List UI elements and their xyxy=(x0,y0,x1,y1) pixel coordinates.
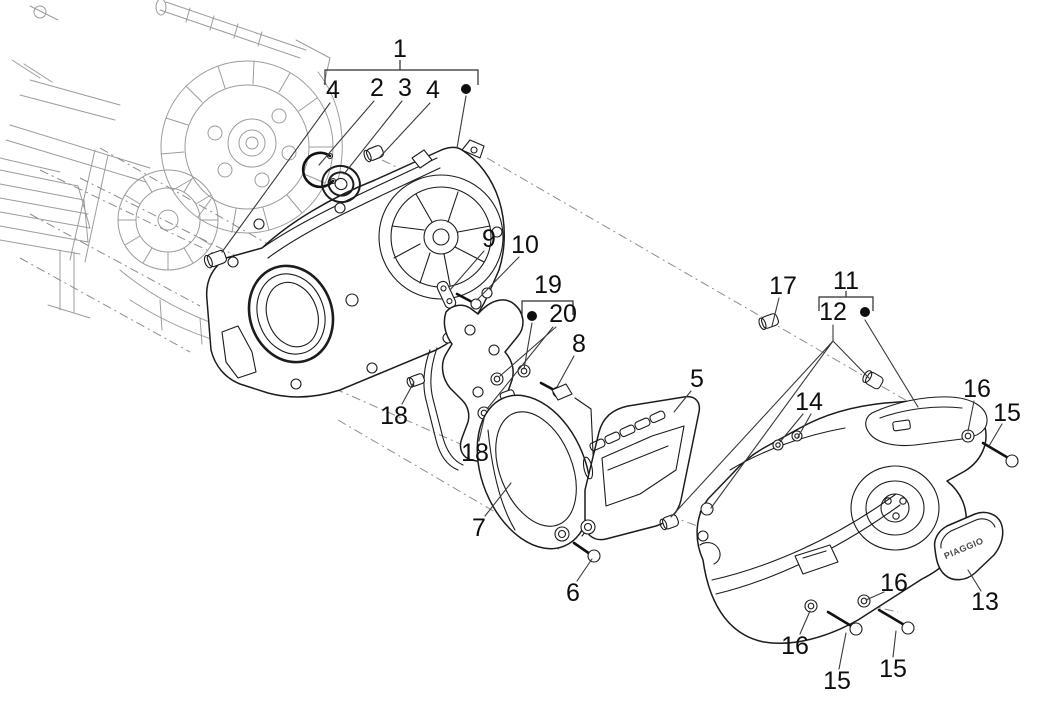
callout-label-15-20: 15 xyxy=(993,399,1021,427)
plug-17 xyxy=(758,313,779,331)
right-transmission-cover xyxy=(696,396,988,645)
assembly-bullet-marker-2 xyxy=(860,307,870,317)
callout-label-10-6: 10 xyxy=(511,231,539,259)
grille-cover xyxy=(572,395,701,563)
callout-label-4-1: 4 xyxy=(326,76,340,104)
callout-label-4-4: 4 xyxy=(426,76,440,104)
leader-lines xyxy=(221,95,1003,670)
vent-slots xyxy=(582,410,666,480)
callout-label-16-22: 16 xyxy=(880,569,908,597)
callout-label-18-11: 18 xyxy=(461,439,489,467)
callout-label-12-17: 12 xyxy=(819,298,847,326)
callout-brackets xyxy=(324,60,874,315)
callout-label-8-9: 8 xyxy=(572,330,586,358)
cover-spoiler xyxy=(865,396,988,447)
callout-label-2-2: 2 xyxy=(370,74,384,102)
fasteners-right xyxy=(804,429,1019,636)
callout-label-13-21: 13 xyxy=(971,588,999,616)
bolt-6 xyxy=(572,541,592,556)
screw-12 xyxy=(862,370,884,390)
retainer-plate xyxy=(436,280,457,309)
callout-label-20-8: 20 xyxy=(549,300,577,328)
callout-label-3-3: 3 xyxy=(398,74,412,102)
callout-label-16-23: 16 xyxy=(781,632,809,660)
bolt-15-bottom-right xyxy=(877,608,908,628)
callout-label-17-15: 17 xyxy=(769,272,797,300)
assembly-bullet-marker-0 xyxy=(461,84,471,94)
callout-label-18-10: 18 xyxy=(380,402,408,430)
small-parts-left xyxy=(203,145,564,471)
circlip xyxy=(301,151,335,189)
callout-label-9-5: 9 xyxy=(482,225,496,253)
callout-label-5-13: 5 xyxy=(690,365,704,393)
callout-label-19-7: 19 xyxy=(534,271,562,299)
callout-label-1-0: 1 xyxy=(393,35,407,63)
bolt-15-bottom-left xyxy=(826,610,855,629)
air-duct xyxy=(476,383,597,550)
bolt-15-right xyxy=(981,441,1012,461)
callout-label-7-12: 7 xyxy=(472,514,486,542)
plug-cap xyxy=(203,249,227,269)
cover-foot xyxy=(221,325,257,379)
callout-label-14-18: 14 xyxy=(795,388,823,416)
callout-label-6-14: 6 xyxy=(566,579,580,607)
piaggio-badge: PIAGGIO xyxy=(933,511,1004,581)
callout-label-15-25: 15 xyxy=(879,655,907,683)
plug-cap xyxy=(363,145,385,163)
callout-label-16-19: 16 xyxy=(963,375,991,403)
callout-label-11-16: 11 xyxy=(833,267,859,295)
fan-spokes xyxy=(391,191,491,286)
callout-label-15-24: 15 xyxy=(823,667,851,695)
belt-opening xyxy=(247,264,335,364)
assembly-bullet-marker-1 xyxy=(527,311,537,321)
